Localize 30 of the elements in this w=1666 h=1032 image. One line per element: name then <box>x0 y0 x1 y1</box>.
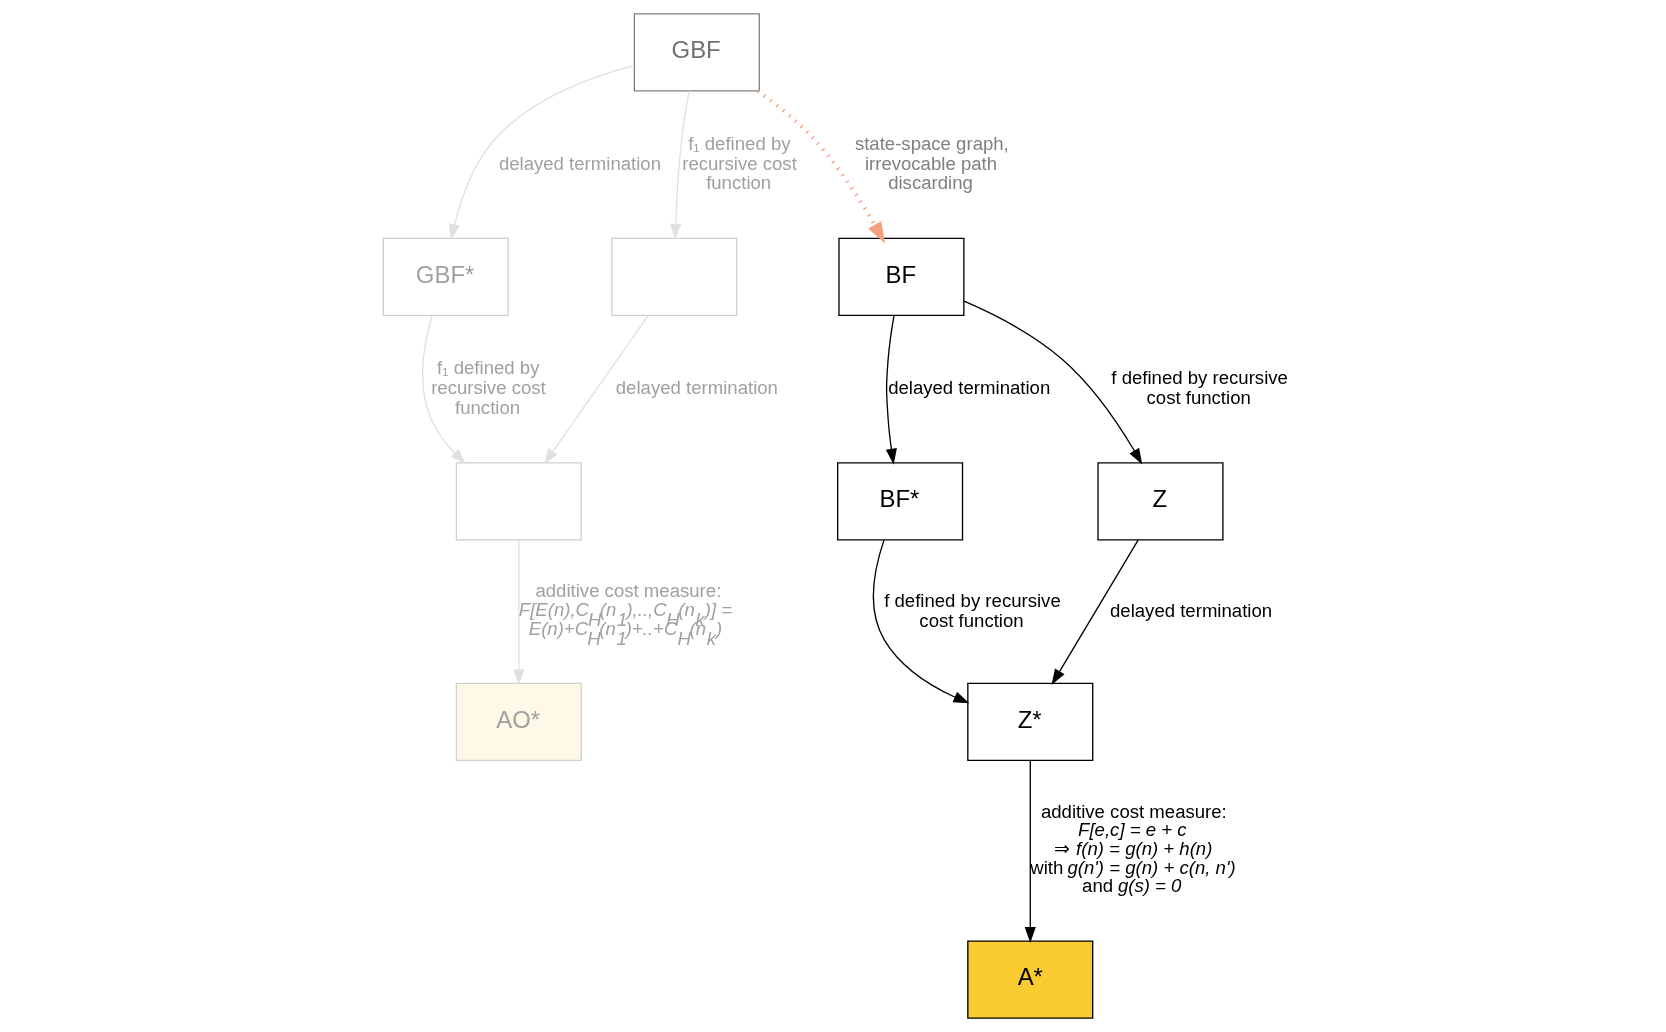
edge-label: delayed termination <box>615 377 778 399</box>
arrow <box>449 64 635 241</box>
arrow <box>963 300 1143 465</box>
arrow <box>543 315 649 465</box>
arrow <box>885 314 897 465</box>
arrow <box>756 89 886 244</box>
node-box <box>455 462 582 541</box>
arrow <box>1051 539 1139 685</box>
node-box: GBF <box>633 13 760 92</box>
edge-label: delayed termination <box>1109 599 1273 621</box>
node-box: AO* <box>455 682 582 762</box>
node-box: BF <box>838 237 965 317</box>
node-box: Z* <box>967 682 1094 762</box>
arrow <box>670 90 690 240</box>
arrow <box>422 315 466 465</box>
node-box: Z <box>1097 462 1224 541</box>
edge-label: state-space graph, irrevocable path discarding <box>854 132 1009 194</box>
edge-label: f defined by recursive cost function <box>1111 367 1288 409</box>
node-box: A* <box>967 940 1094 1019</box>
edge-label: delayed termination <box>498 152 662 174</box>
edge-label: f₁ defined by recursive cost function <box>682 132 797 194</box>
node-box <box>611 237 738 317</box>
node-box: BF* <box>837 462 964 541</box>
arrow <box>872 539 970 704</box>
node-box: GBF* <box>382 237 509 317</box>
edge-label: f₁ defined by recursive cost function <box>431 357 546 418</box>
edge-label: delayed termination <box>888 377 1051 399</box>
arrow <box>513 539 525 686</box>
edge-label: f defined by recursive cost function <box>884 589 1061 631</box>
arrow <box>1024 760 1036 943</box>
